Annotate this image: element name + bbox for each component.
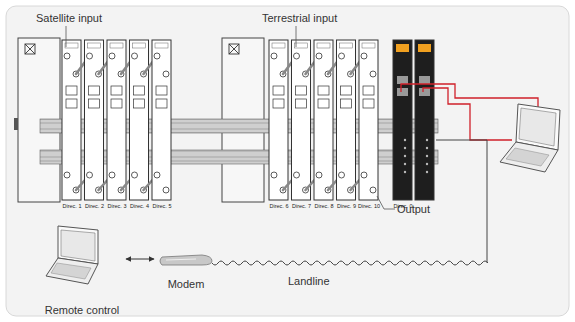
module-label: Direc. 3	[108, 203, 127, 209]
module	[359, 40, 378, 200]
input-label: Satellite input	[36, 12, 102, 24]
module	[152, 40, 171, 200]
double-arrow	[126, 259, 154, 260]
laptop-icon	[40, 222, 124, 288]
modem: Modem	[156, 252, 216, 290]
rack	[14, 38, 438, 202]
landline-wire	[212, 261, 488, 265]
pc-cable	[423, 88, 512, 140]
power-symbol	[25, 44, 35, 54]
modem-icon	[156, 252, 216, 268]
module	[393, 40, 412, 200]
module-label: Direc. 8	[315, 203, 334, 209]
module-label: Direc. 10	[358, 203, 380, 209]
module-label: Direc. 4	[130, 203, 149, 209]
module-label: Direc. 2	[85, 203, 104, 209]
landline-wire	[436, 140, 487, 263]
power-symbol	[229, 44, 239, 54]
power-symbol	[229, 44, 239, 54]
remote-pc: Remote control	[40, 222, 124, 316]
power-switch	[14, 118, 18, 130]
background-panel	[6, 6, 569, 316]
module-label: Direc. 7	[292, 203, 311, 209]
input-label: Terrestrial input	[262, 12, 337, 24]
leader-line	[296, 26, 297, 47]
module-label: Direc. 9	[337, 203, 356, 209]
module-label: Direc. 5	[153, 203, 172, 209]
module-label: Direc. 6	[270, 203, 289, 209]
module-label: Direc. 1	[63, 203, 82, 209]
leader-line	[66, 26, 67, 47]
power-symbol	[25, 44, 35, 54]
module-label: Direc. 0	[394, 203, 413, 209]
module	[415, 40, 434, 200]
line-label: Landline	[288, 275, 330, 287]
laptop-icon	[500, 104, 560, 172]
node-label: Modem	[156, 278, 216, 290]
node-label: Remote control	[40, 304, 124, 316]
